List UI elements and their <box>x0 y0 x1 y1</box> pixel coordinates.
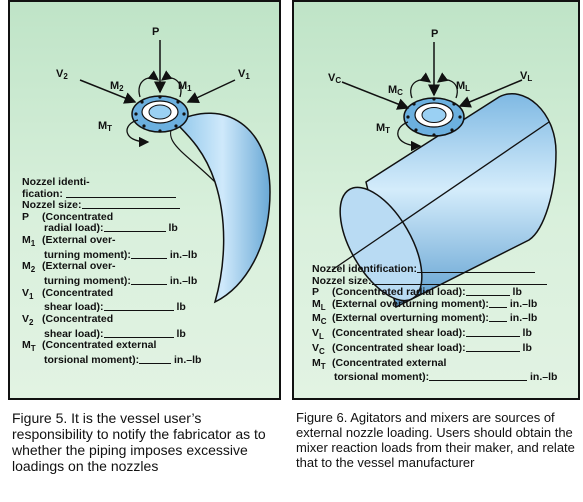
spec-row-identification: Nozzel identi- <box>22 176 90 188</box>
spec-row-vl: VL(Concentrated shear load): lb <box>312 327 532 342</box>
label-v2: V2 <box>56 68 68 81</box>
mt-blank <box>139 362 172 364</box>
mt-blank <box>429 380 528 382</box>
size-blank <box>81 208 180 210</box>
spec-row-mc: MC(External overturning moment): in.–lb <box>312 312 538 327</box>
spec-row-m1-cont: turning moment): in.–lb <box>44 248 198 261</box>
spec-row-p-cont: radial load): lb <box>44 222 178 235</box>
figure-6-caption: Figure 6. Agitators and mixers are sourc… <box>296 410 575 470</box>
label-vc: VC <box>328 72 342 85</box>
spec-row-vc: VC(Concentrated shear load): lb <box>312 341 532 356</box>
spec-row-m2: M2(External over- <box>22 260 116 275</box>
nozzle-on-head-illustration <box>79 40 271 304</box>
spec-row-mt: MT(Concentrated external <box>312 356 447 371</box>
spec-row-v1-cont: shear load): lb <box>44 301 186 314</box>
nozzle-spec-form: Nozzel identi- fication: Nozzel size: P(… <box>22 176 202 366</box>
spec-row-p: P(Concentrated <box>22 210 114 223</box>
spec-row-size: Nozzel size: <box>312 275 557 288</box>
spec-row-m2-cont: turning moment): in.–lb <box>44 274 198 287</box>
spec-row-v2-cont: shear load): lb <box>44 327 186 340</box>
identification-blank <box>65 196 176 198</box>
spec-row-mt-cont: torsional moment): in.–lb <box>334 371 558 384</box>
nozzle-spec-form: Nozzel identification: Nozzel size: P(Co… <box>312 263 558 384</box>
spec-row-v1: V1(Concentrated <box>22 286 114 301</box>
spec-row-size: Nozzel size: <box>22 199 201 212</box>
figure-5-caption: Figure 5. It is the vessel user’s respon… <box>12 410 266 474</box>
label-vl: VL <box>520 70 533 83</box>
ml-blank <box>488 306 507 308</box>
label-mt: MT <box>98 120 113 133</box>
label-mc: MC <box>388 84 403 97</box>
label-v1: V1 <box>238 68 250 81</box>
label-mt: MT <box>376 122 391 135</box>
v1-blank <box>103 310 174 312</box>
spec-row-mt: MT(Concentrated external <box>22 339 157 354</box>
label-m2: M2 <box>110 80 124 93</box>
spec-row-identification-cont: fication: <box>22 188 201 201</box>
spec-row-v2: V2(Concentrated <box>22 312 114 327</box>
size-blank <box>371 283 547 285</box>
figure-6-panel: P VC VL MC ML MT Nozzel identification: … <box>292 0 580 400</box>
p-blank <box>465 295 510 297</box>
vc-blank <box>465 350 520 352</box>
spec-row-ml: ML(External overturning moment): in.–lb <box>312 297 538 312</box>
label-m1: M1 <box>178 80 192 93</box>
vl-blank <box>465 336 520 338</box>
mc-blank <box>488 321 507 323</box>
vessel-head <box>173 112 271 304</box>
spec-row-p: P(Concentrated radial load): lb <box>312 286 522 299</box>
v2-blank <box>103 336 174 338</box>
label-p: P <box>431 28 439 40</box>
m1-blank <box>130 257 167 259</box>
nozzle-on-cylinder-illustration <box>331 42 557 309</box>
m2-blank <box>130 283 167 285</box>
spec-row-identification: Nozzel identification: <box>312 263 557 276</box>
spec-row-mt-cont: torsional moment): in.–lb <box>44 353 202 366</box>
label-p: P <box>152 26 160 38</box>
cylinder-axis <box>331 121 550 271</box>
p-blank <box>103 231 166 233</box>
spec-row-m1: M1(External over- <box>22 233 116 249</box>
identification-blank <box>417 272 535 273</box>
label-ml: ML <box>456 80 471 93</box>
figure-5-panel: P V2 V1 M2 M1 MT Nozzel identi- fication… <box>8 0 281 400</box>
